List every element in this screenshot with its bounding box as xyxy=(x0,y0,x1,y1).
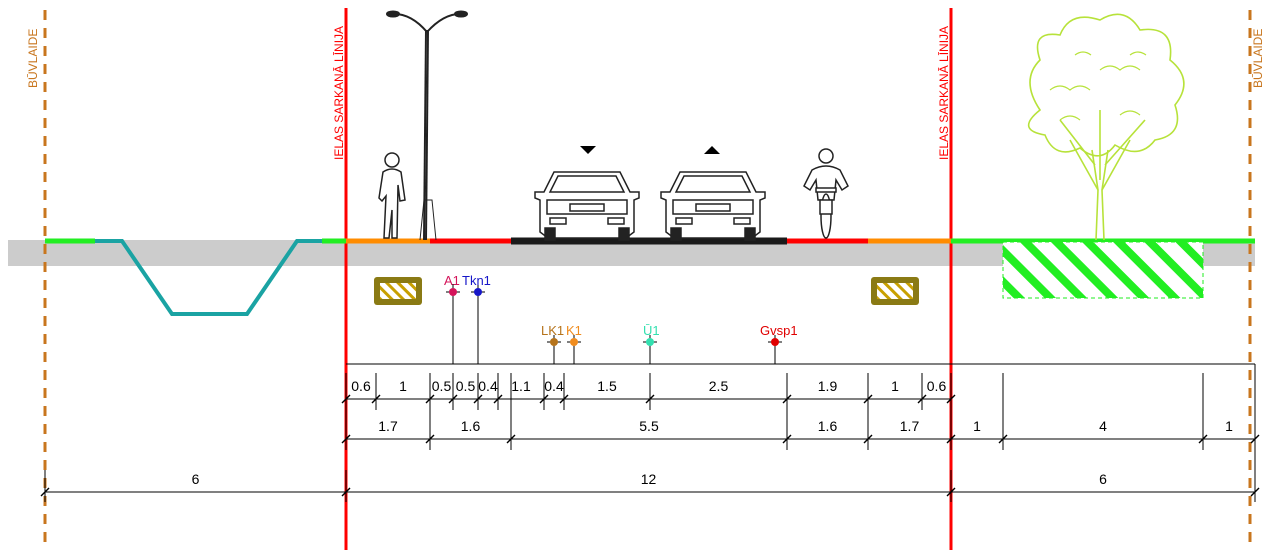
dimension-value: 0.4 xyxy=(544,378,564,394)
utility-a1: A1 xyxy=(444,273,460,364)
dimension-value: 0.6 xyxy=(351,378,371,394)
utility-k1-label: K1 xyxy=(566,323,582,338)
utility-lk1: LK1 xyxy=(541,323,564,364)
dimension-tick xyxy=(1198,434,1208,444)
dimension-tick xyxy=(539,394,549,404)
dimension-value: 1.1 xyxy=(511,378,531,394)
dimension-tick xyxy=(493,394,503,404)
tree-icon xyxy=(1027,13,1185,241)
dimension-value: 4 xyxy=(1099,418,1107,434)
dimension-value: 5.5 xyxy=(639,418,659,434)
dimension-tick xyxy=(645,394,655,404)
utility-u1-label: Ū1 xyxy=(643,323,660,338)
dimension-tick xyxy=(946,434,956,444)
ditch-profile xyxy=(95,239,322,316)
dimension-value: 1 xyxy=(1225,418,1233,434)
dimension-tick xyxy=(40,487,50,497)
drainage-box-left-hatch xyxy=(380,283,416,299)
utility-gvsp1: Gvsp1 xyxy=(760,323,798,364)
direction-down-icon xyxy=(580,146,596,154)
dimension-value: 1.9 xyxy=(818,378,838,394)
dimension-tick xyxy=(559,394,569,404)
dimension-tick xyxy=(782,434,792,444)
direction-up-icon xyxy=(704,146,720,154)
dimension-value: 0.5 xyxy=(432,378,452,394)
dimension-value: 2.5 xyxy=(709,378,729,394)
dimension-value: 1 xyxy=(973,418,981,434)
utility-u1: Ū1 xyxy=(643,323,660,364)
dimension-value: 1 xyxy=(891,378,899,394)
utility-a1-label: A1 xyxy=(444,273,460,288)
dimension-value: 1.5 xyxy=(597,378,617,394)
drainage-box-right-hatch xyxy=(877,283,913,299)
dimension-value: 6 xyxy=(1099,471,1107,487)
red-line-label-right: IELAS SARKANĀ LĪNIJA xyxy=(937,26,951,160)
dimension-value: 1.7 xyxy=(900,418,920,434)
pedestrian-icon xyxy=(378,152,406,239)
dimension-value: 1.7 xyxy=(378,418,398,434)
utility-tkn1-label: Tkn1 xyxy=(462,273,491,288)
dimension-tick xyxy=(863,434,873,444)
building-line-label-left: BŪVLAIDE xyxy=(26,29,40,88)
dimension-tick xyxy=(341,487,351,497)
car-icon xyxy=(660,171,766,241)
dimension-tick xyxy=(946,487,956,497)
car-icon xyxy=(534,171,640,241)
street-lamp-icon xyxy=(386,10,468,241)
utility-k1: K1 xyxy=(566,323,582,364)
dimension-tick xyxy=(448,394,458,404)
red-line-label-left: IELAS SARKANĀ LĪNIJA xyxy=(332,26,346,160)
dimension-value: 1.6 xyxy=(818,418,838,434)
dimension-value: 0.5 xyxy=(456,378,476,394)
utility-tkn1: Tkn1 xyxy=(462,273,491,364)
cyclist-icon xyxy=(803,148,849,239)
dimension-tick xyxy=(473,394,483,404)
dimension-value: 0.6 xyxy=(927,378,947,394)
dimension-tick xyxy=(998,434,1008,444)
dimension-value: 0.4 xyxy=(478,378,498,394)
dimension-value: 1 xyxy=(399,378,407,394)
utility-lk1-label: LK1 xyxy=(541,323,564,338)
dimension-tick xyxy=(1250,434,1260,444)
building-line-label-right: BŪVLAIDE xyxy=(1251,29,1263,88)
dimension-row-elements: 1.7 1.6 5.5 1.6 1.7 1 4 1 xyxy=(341,373,1260,450)
dimension-row-overall: 6 12 6 xyxy=(40,470,1260,502)
dimension-tick xyxy=(506,434,516,444)
dimension-tick xyxy=(1250,487,1260,497)
dimension-tick xyxy=(341,434,351,444)
dimension-tick xyxy=(371,394,381,404)
dimension-value: 6 xyxy=(192,471,200,487)
tree-planting-area xyxy=(1002,241,1204,299)
utility-gvsp1-label: Gvsp1 xyxy=(760,323,798,338)
dimension-tick xyxy=(425,434,435,444)
dimension-value: 1.6 xyxy=(461,418,481,434)
dimension-value: 12 xyxy=(641,471,657,487)
dimension-tick xyxy=(917,394,927,404)
